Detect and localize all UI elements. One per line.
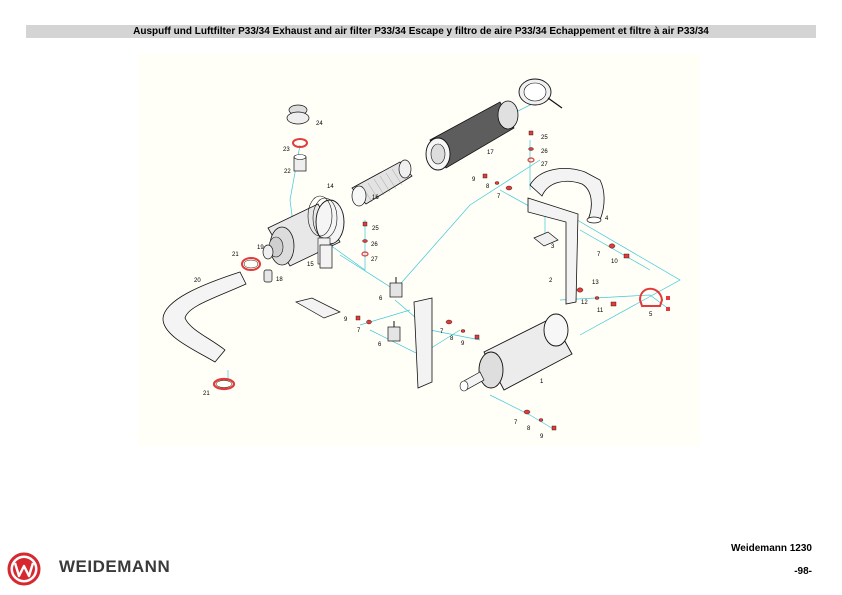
part-20-hose (162, 271, 247, 363)
callout-9b: 9 (344, 317, 348, 323)
callout-6b: 6 (378, 342, 382, 348)
callout-26a: 26 (541, 149, 548, 155)
callout-6a: 6 (379, 296, 383, 302)
callout-18: 18 (276, 277, 283, 283)
part-5-clamp (638, 287, 670, 311)
part-25-27-set-lower (361, 221, 369, 257)
callout-24: 24 (316, 121, 323, 127)
part-15-bracket (319, 244, 333, 269)
callout-5: 5 (649, 312, 653, 318)
part-4-exhaust-pipe (529, 168, 605, 224)
part-18-valve (263, 269, 273, 283)
part-21-clamp-upper (241, 257, 261, 271)
part-16-filter-element (351, 159, 413, 207)
callout-19: 19 (257, 245, 264, 251)
callout-11: 11 (597, 308, 604, 314)
callout-21a: 21 (232, 252, 239, 258)
callout-4: 4 (605, 216, 609, 222)
callout-23: 23 (283, 147, 290, 153)
callout-21b: 21 (203, 391, 210, 397)
callout-26b: 26 (371, 242, 378, 248)
callout-3: 3 (551, 244, 555, 250)
callout-8a: 8 (486, 184, 490, 190)
part-6-mount-upper (389, 277, 403, 298)
callout-20: 20 (194, 278, 201, 284)
part-19-inlet (262, 244, 274, 260)
part-24-cap (286, 104, 310, 125)
part-1-muffler (459, 313, 573, 392)
part-22-sleeve (293, 154, 307, 172)
callout-7e: 7 (514, 420, 518, 426)
bracket-plate (295, 297, 341, 319)
callout-22: 22 (284, 169, 291, 175)
page-number: -98- (794, 566, 812, 577)
weidemann-logo-icon (7, 552, 41, 586)
part-21-clamp-lower (212, 377, 236, 391)
callout-9d: 9 (540, 434, 544, 440)
part-6-mount-lower (387, 321, 401, 342)
callout-13: 13 (592, 280, 599, 286)
muffler-bracket (413, 297, 433, 389)
callout-8c: 8 (527, 426, 531, 432)
part-25-27-set-upper (527, 130, 535, 163)
model-name: Weidemann 1230 (731, 543, 812, 554)
callout-9a: 9 (472, 177, 476, 183)
part-14-air-filter-housing (267, 195, 345, 267)
brand-name: WEIDEMANN (59, 557, 171, 576)
callout-7a: 7 (497, 194, 501, 200)
callout-2: 2 (549, 278, 553, 284)
fasteners (355, 173, 630, 431)
part-3-flange (533, 231, 559, 247)
callout-27a: 27 (541, 162, 548, 168)
part-17-end-cap (518, 78, 563, 109)
callout-7d: 7 (440, 329, 444, 335)
part-2-bracket (527, 197, 579, 305)
callout-15: 15 (307, 262, 314, 268)
page-title: Auspuff und Luftfilter P33/34 Exhaust an… (26, 25, 816, 38)
callout-25b: 25 (372, 226, 379, 232)
callout-1: 1 (540, 379, 544, 385)
callout-7b: 7 (597, 252, 601, 258)
callout-14: 14 (327, 184, 334, 190)
part-23-clamp (292, 138, 308, 148)
callout-25a: 25 (541, 135, 548, 141)
callout-10: 10 (611, 259, 618, 265)
callout-9c: 9 (461, 341, 465, 347)
callout-12: 12 (581, 300, 588, 306)
callout-labels: 1 2 3 4 5 6 6 7 7 7 7 7 8 8 8 9 9 9 9 10… (194, 121, 653, 440)
callout-17: 17 (487, 150, 494, 156)
callout-27b: 27 (371, 257, 378, 263)
part-17-filter-cartridge (425, 100, 519, 171)
callout-7c: 7 (357, 328, 361, 334)
callout-8b: 8 (450, 336, 454, 342)
callout-16: 16 (372, 195, 379, 201)
